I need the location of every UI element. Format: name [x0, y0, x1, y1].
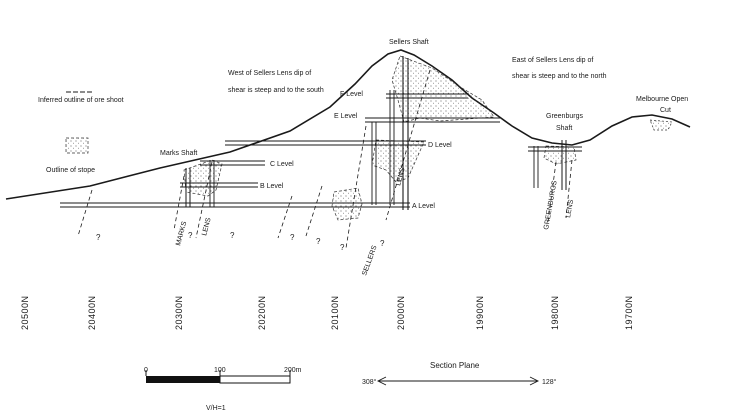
scale-bar-black-segment	[146, 376, 220, 383]
greenburgs-drive	[528, 146, 582, 152]
a-level-label: A Level	[412, 203, 435, 210]
stope-outline-symbol	[65, 137, 89, 154]
east-note-line-2: shear is steep and to the north	[512, 73, 607, 80]
mine-levels	[60, 93, 582, 208]
greenburgs-winze	[533, 146, 539, 188]
winze-sellers-2	[371, 122, 377, 205]
stope-areas	[183, 55, 673, 221]
stope-melbourne-cut	[649, 119, 673, 131]
marks-lens-suffix: LENS	[201, 217, 213, 237]
lens-traces	[77, 69, 573, 249]
sellers-shaft-label: Sellers Shaft	[389, 39, 429, 46]
ground-surface	[5, 49, 691, 200]
b-level-label: B Level	[260, 183, 284, 190]
scale-tick-100: 100	[214, 367, 226, 374]
question-mark: ?	[290, 233, 295, 242]
scale-bar: 0 100 200m V/H=1	[144, 367, 302, 412]
greenburgs-shaft-line-2: Shaft	[556, 125, 572, 132]
marks-shaft-label: Marks Shaft	[160, 150, 197, 157]
northing-label: 20200N	[257, 295, 267, 330]
west-lens-trace	[77, 189, 93, 237]
shafts	[185, 56, 567, 210]
sellers-shaft-line	[402, 56, 409, 210]
marks-winze	[209, 160, 215, 207]
northing-label: 20000N	[396, 295, 406, 330]
f-level-label: F Level	[340, 91, 363, 98]
sellers-lens-trace	[385, 69, 431, 221]
northing-label: 20100N	[330, 295, 340, 330]
marks-shaft-line	[185, 168, 191, 207]
e-level-drive	[365, 117, 500, 123]
west-note-line-1: West of Sellers Lens dip of	[228, 70, 311, 77]
vh-ratio: V/H=1	[206, 405, 226, 412]
scale-tick-0: 0	[144, 367, 148, 374]
west-note-line-2: shear is steep and to the south	[228, 87, 324, 94]
stope-sellers-lower	[331, 187, 363, 221]
northing-label: 20500N	[20, 295, 30, 330]
d-level-drive	[225, 140, 426, 146]
greenburgs-lens-suffix: LENS	[565, 199, 575, 219]
northing-label: 20300N	[174, 295, 184, 330]
section-plane-arrow-right	[529, 376, 540, 386]
greenburgs-lens-name: GREENBURGS	[543, 180, 559, 231]
greenburgs-shaft-line	[561, 140, 567, 190]
f-level-drive	[386, 93, 468, 99]
section-plane-arrow-left	[376, 376, 387, 386]
inferred-outline-label: Inferred outline of ore shoot	[38, 97, 124, 104]
legend: Inferred outline of ore shoot Outline of…	[38, 91, 124, 174]
outline-stope-label: Outline of stope	[46, 167, 95, 174]
d-level-label: D Level	[428, 142, 452, 149]
a-level-drive	[60, 202, 410, 208]
question-mark: ?	[316, 237, 321, 246]
question-mark: ?	[380, 239, 385, 248]
question-mark: ?	[340, 243, 345, 252]
scale-tick-200: 200m	[284, 367, 302, 374]
northing-axis: 20500N 20400N 20300N 20200N 20100N 20000…	[20, 295, 634, 330]
melbourne-cut-line-2: Cut	[660, 107, 671, 114]
stope-greenburgs	[543, 145, 577, 165]
northing-label: 20400N	[87, 295, 97, 330]
scale-bar-white-segment	[219, 375, 291, 384]
northing-label: 19800N	[550, 295, 560, 330]
marks-lens-trace	[195, 161, 213, 239]
mid-lens-trace-2	[305, 185, 323, 237]
section-plane-title: Section Plane	[430, 361, 480, 370]
uncertain-markers: ? ? ? ? ? ? ?	[96, 231, 385, 252]
section-plane-right-bearing: 128°	[542, 378, 557, 386]
question-mark: ?	[188, 231, 193, 240]
sellers-lens-name: SELLERS	[361, 244, 378, 276]
question-mark: ?	[96, 233, 101, 242]
mid-lens-trace	[277, 195, 293, 239]
greenburgs-lens-trace	[547, 161, 557, 223]
marks-lens-trace-2	[173, 175, 185, 231]
winze-sellers-1	[389, 90, 395, 205]
section-plane: Section Plane 308° 128°	[362, 361, 557, 386]
greenburgs-shaft-line-1: Greenburgs	[546, 113, 583, 120]
b-level-drive	[180, 182, 258, 188]
c-level-drive	[200, 160, 265, 166]
northing-label: 19700N	[624, 295, 634, 330]
c-level-label: C Level	[270, 161, 294, 168]
e-level-label: E Level	[334, 113, 358, 120]
northing-label: 19900N	[475, 295, 485, 330]
melbourne-cut-line-1: Melbourne Open	[636, 96, 688, 103]
marks-lens-name: MARKS	[175, 220, 188, 246]
question-mark: ?	[230, 231, 235, 240]
east-note-line-1: East of Sellers Lens dip of	[512, 57, 593, 64]
sellers-lens-trace-2	[345, 125, 367, 249]
sellers-lens-suffix: LENS	[395, 167, 407, 187]
greenburgs-lens-trace-2	[565, 159, 573, 219]
stope-sellers-upper	[391, 55, 495, 123]
section-plane-left-bearing: 308°	[362, 378, 377, 386]
